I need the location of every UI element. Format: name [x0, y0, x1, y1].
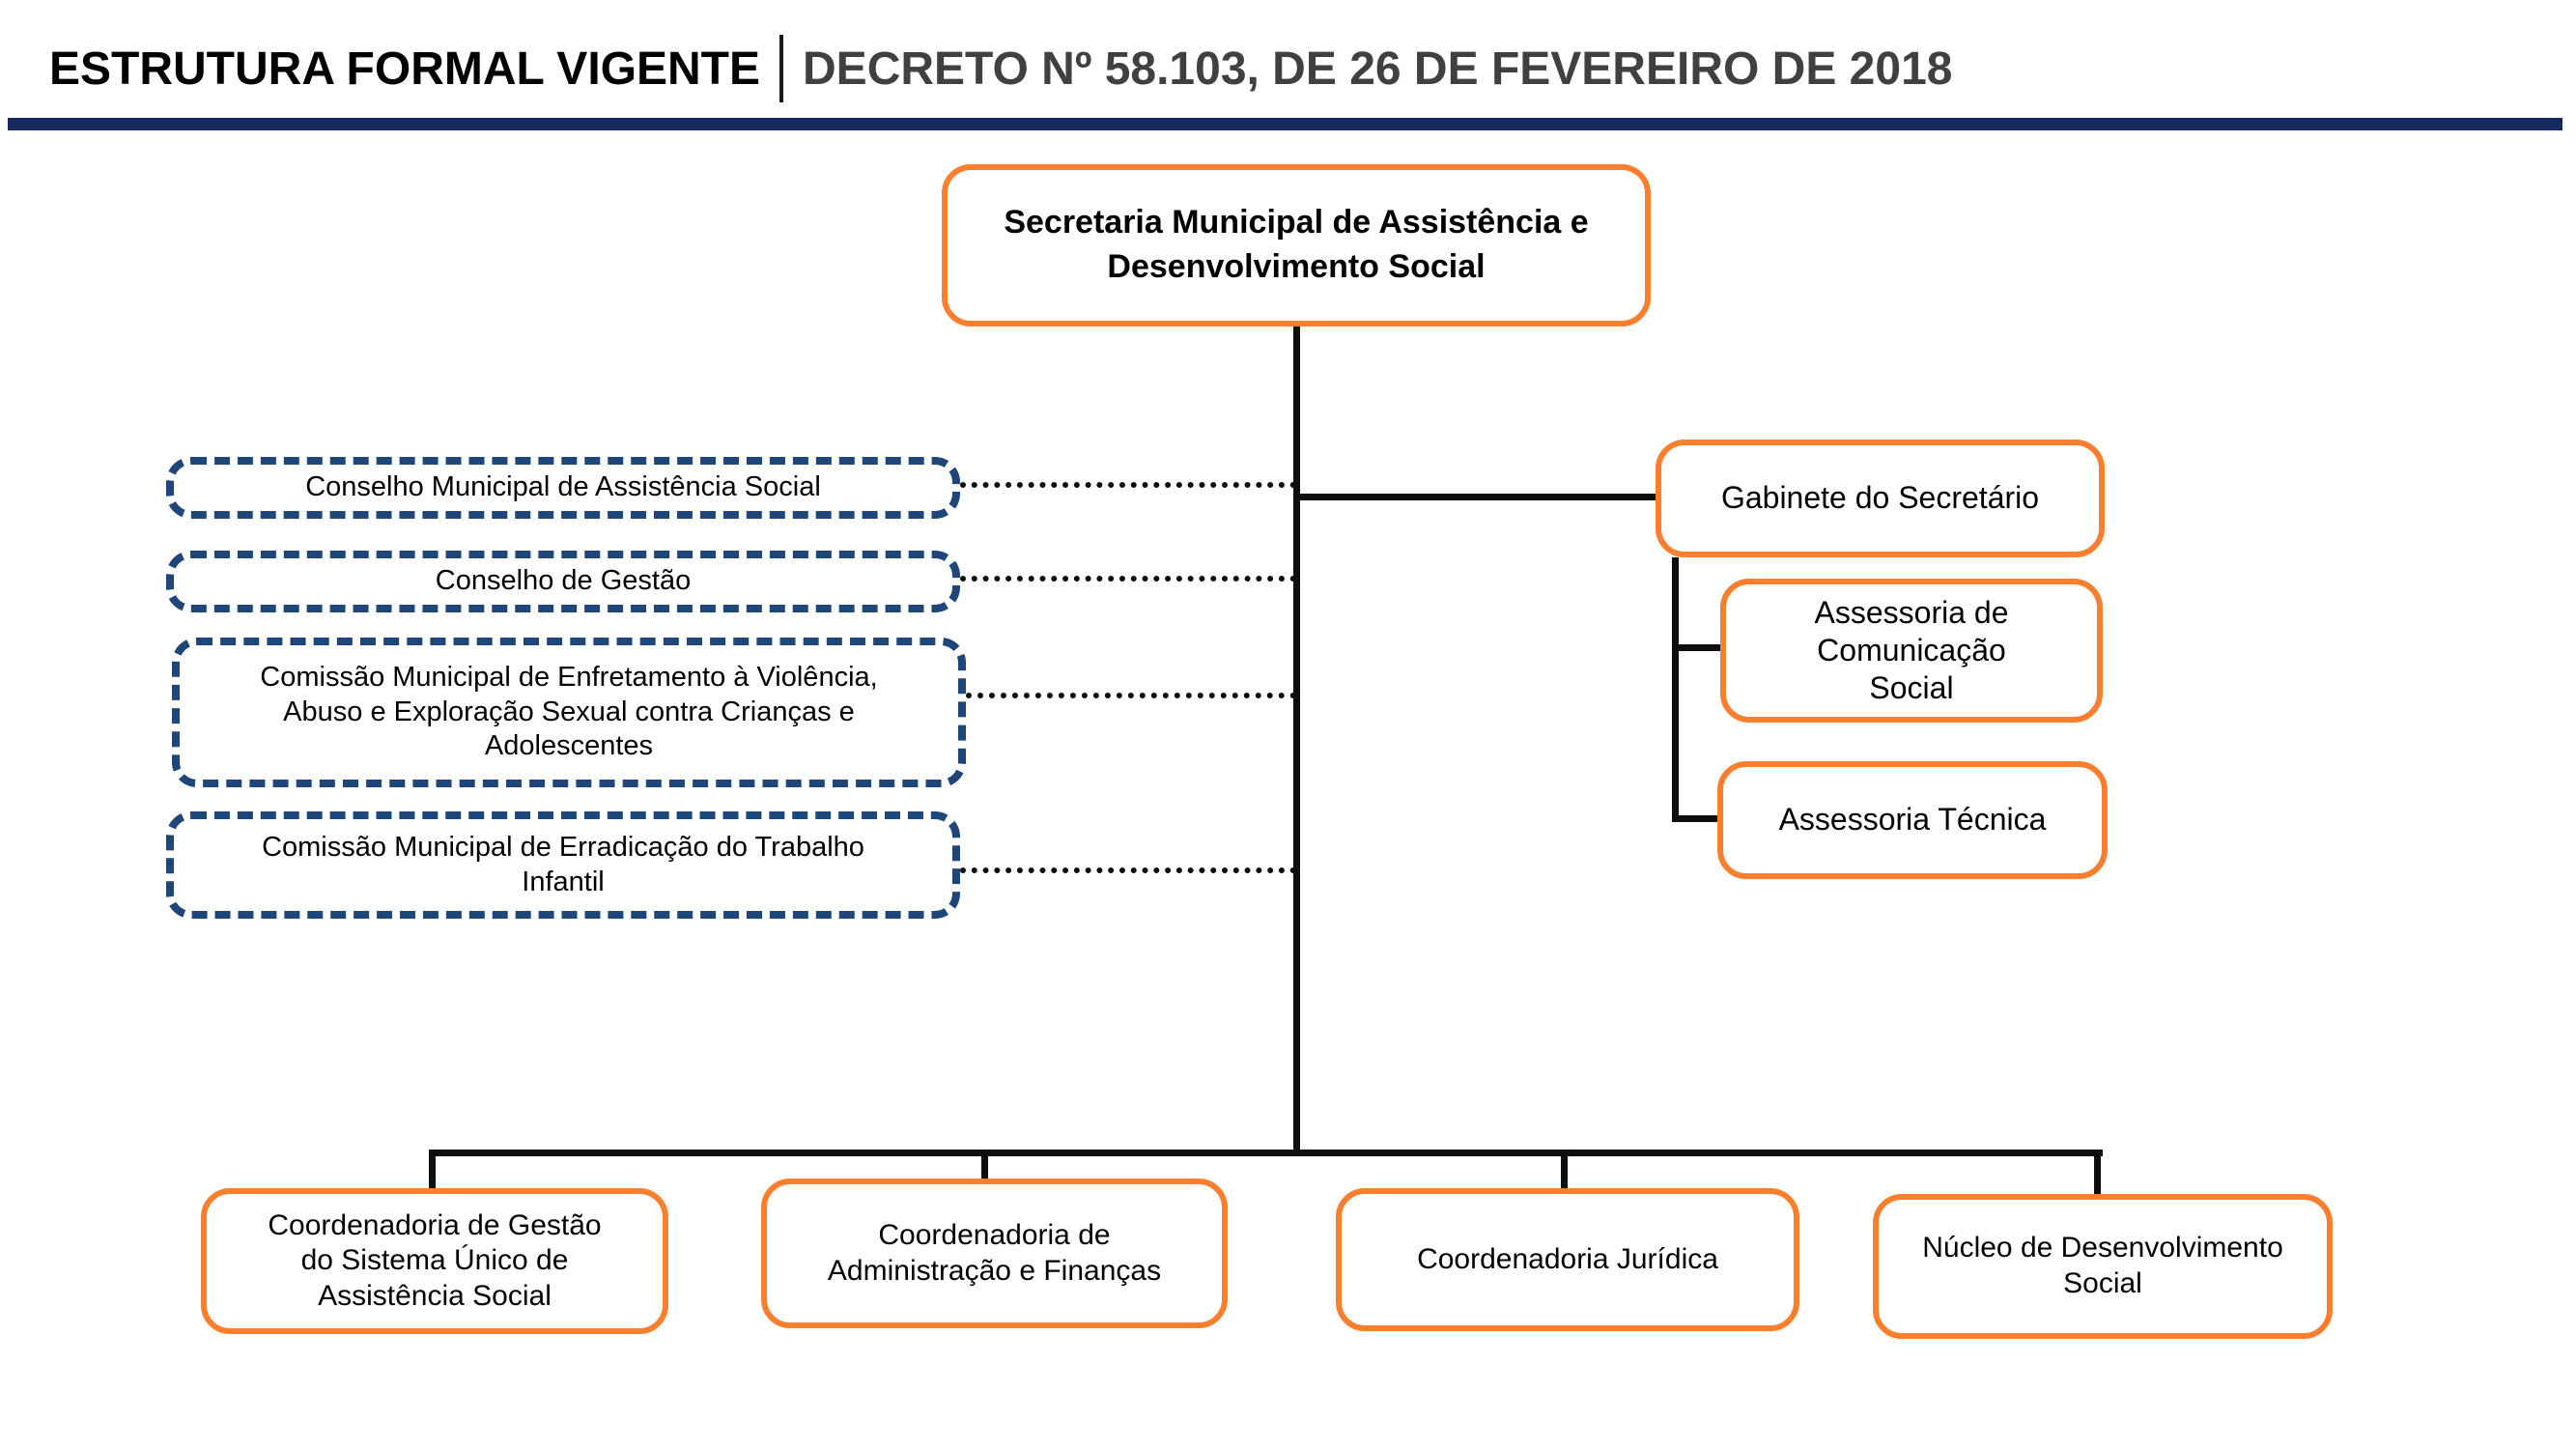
node-label: Coordenadoria de Gestão do Sistema Único… — [268, 1208, 602, 1312]
dotted-connector-comissao-enfretamento — [966, 693, 1296, 698]
node-comissao-enfretamento-violencia: Comissão Municipal de Enfretamento à Vio… — [172, 638, 966, 787]
node-gabinete-do-secretario: Gabinete do Secretário — [1656, 440, 2105, 557]
connector-trunk-vertical — [1293, 327, 1300, 1156]
connector-gabinete-horizontal — [1296, 494, 1656, 500]
connector-stub-coordenadoria-gestao — [429, 1150, 436, 1192]
title-separator-bar — [779, 35, 784, 102]
node-nucleo-desenvolvimento-social: Núcleo de Desenvolvimento Social — [1873, 1194, 2333, 1339]
connector-assessoria-comunicacao-branch — [1672, 644, 1722, 651]
node-assessoria-comunicacao-social: Assessoria de Comunicação Social — [1720, 579, 2103, 723]
node-coordenadoria-administracao-financas: Coordenadoria de Administração e Finança… — [761, 1179, 1228, 1328]
node-comissao-erradicacao-trabalho-infantil: Comissão Municipal de Erradicação do Tra… — [166, 811, 960, 919]
node-conselho-de-gestao: Conselho de Gestão — [166, 551, 960, 612]
node-label: Conselho de Gestão — [435, 565, 692, 597]
node-label: Coordenadoria de Administração e Finança… — [827, 1218, 1162, 1287]
node-label: Gabinete do Secretário — [1720, 480, 2040, 516]
connector-stub-nucleo-desenvolvimento — [2094, 1150, 2101, 1198]
dotted-connector-comissao-erradicacao — [960, 867, 1296, 873]
connector-bottom-horizontal — [429, 1150, 2103, 1156]
node-coordenadoria-juridica: Coordenadoria Jurídica — [1336, 1188, 1799, 1331]
node-label: Comissão Municipal de Enfretamento à Vio… — [260, 662, 878, 762]
node-label: Conselho Municipal de Assistência Social — [305, 471, 821, 503]
node-assessoria-tecnica: Assessoria Técnica — [1717, 761, 2108, 879]
node-label: Comissão Municipal de Erradicação do Tra… — [262, 832, 864, 897]
page-title: ESTRUTURA FORMAL VIGENTE — [49, 43, 761, 95]
header-divider-rule — [8, 118, 2562, 130]
dotted-connector-conselho-municipal — [960, 482, 1296, 488]
node-label: Assessoria de Comunicação Social — [1814, 594, 2009, 706]
node-label: Secretaria Municipal de Assistência e De… — [1004, 204, 1589, 285]
node-coordenadoria-gestao-suas: Coordenadoria de Gestão do Sistema Único… — [201, 1188, 668, 1334]
node-secretaria-municipal: Secretaria Municipal de Assistência e De… — [942, 164, 1651, 327]
node-label: Coordenadoria Jurídica — [1417, 1242, 1718, 1275]
node-label: Assessoria Técnica — [1778, 802, 2047, 838]
connector-gabinete-subtrunk-vertical — [1672, 557, 1679, 822]
node-label: Núcleo de Desenvolvimento Social — [1922, 1232, 2283, 1299]
node-conselho-municipal-assistencia-social: Conselho Municipal de Assistência Social — [166, 457, 960, 519]
page-subtitle: DECRETO Nº 58.103, DE 26 DE FEVEREIRO DE… — [803, 43, 1953, 95]
connector-stub-coordenadoria-juridica — [1561, 1150, 1568, 1192]
connector-stub-coordenadoria-administracao — [981, 1150, 988, 1182]
dotted-connector-conselho-gestao — [960, 576, 1296, 582]
page-header: ESTRUTURA FORMAL VIGENTE DECRETO Nº 58.1… — [49, 35, 1952, 102]
connector-assessoria-tecnica-branch — [1672, 815, 1722, 822]
